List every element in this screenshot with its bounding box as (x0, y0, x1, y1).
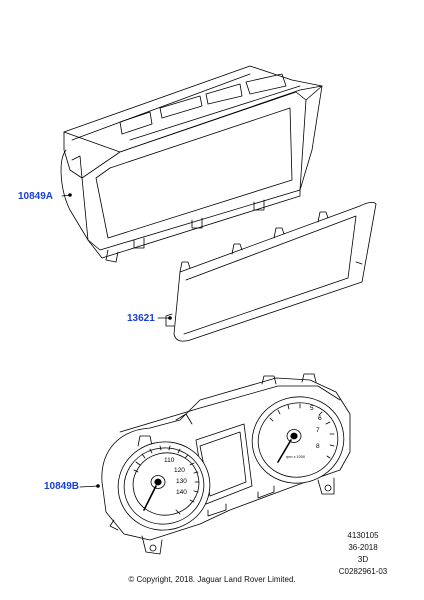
tachometer-dial (251, 396, 345, 484)
cluster-assembly-10849b (101, 373, 351, 555)
callout-leader-10849b (79, 484, 100, 488)
speedometer-dial (117, 441, 211, 531)
reference-date: 36-2018 (348, 543, 378, 552)
rpm-tick-label: 5 (310, 405, 314, 412)
rpm-tick-label: 6 (318, 415, 322, 422)
callout-10849b[interactable]: 10849B (44, 481, 80, 492)
reference-number: 4130105 (347, 531, 379, 540)
rpm-tick-label: 8 (316, 443, 320, 450)
speed-tick-label: 110 (164, 457, 175, 464)
rpm-tick-label: 7 (316, 427, 320, 434)
cluster-housing-10849a (60, 65, 323, 263)
rpm-unit-label: rpm x 1000 (286, 455, 305, 459)
speed-tick-label: 140 (176, 489, 187, 496)
copyright-notice: © Copyright, 2018. Jaguar Land Rover Lim… (128, 575, 296, 584)
cluster-lens-13621 (157, 202, 377, 342)
reference-code: C0282961-03 (338, 567, 388, 576)
reference-view: 3D (357, 555, 369, 564)
speed-tick-label: 120 (174, 467, 185, 474)
speed-tick-label: 130 (176, 478, 187, 485)
illustration-reference: 4130105 36-2018 3D C0282961-03 (330, 530, 396, 578)
callout-13621[interactable]: 13621 (127, 313, 155, 324)
callout-10849a[interactable]: 10849A (18, 191, 54, 202)
